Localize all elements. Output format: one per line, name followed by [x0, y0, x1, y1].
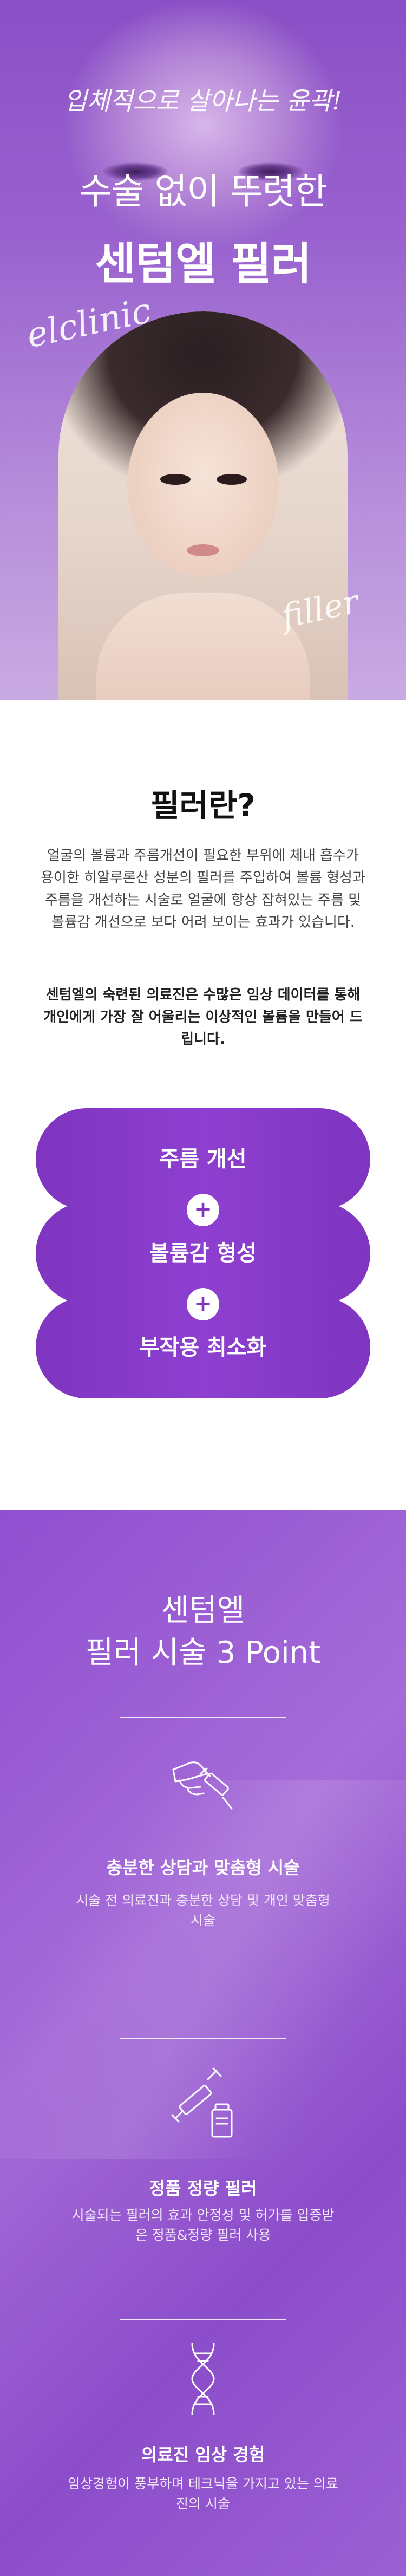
points-background-gloss — [0, 1780, 406, 2159]
point-body-clinical-experience: 임상경험이 풍부하며 테크닉을 가지고 있는 의료진의 시술 — [68, 2476, 338, 2512]
hero-model-photo — [58, 311, 348, 700]
point-heading-clinical-experience: 의료진 임상 경험 — [141, 2444, 265, 2465]
intro-section: 필러란? 얼굴의 볼륨과 주름개선이 필요한 부위에 체내 흡수가 용이한 히알… — [0, 700, 406, 1510]
model-lips — [187, 544, 219, 556]
plus-icon: + — [187, 1194, 219, 1226]
hero-photo-eye-left — [103, 162, 168, 181]
points-title: 센텀엘 필러 시술 3 Point — [0, 1590, 406, 1674]
point-heading-consultation: 충분한 상담과 맞춤형 시술 — [106, 1857, 300, 1878]
model-eye-left — [160, 474, 191, 485]
hero-banner: 입체적으로 살아나는 윤곽! 수술 없이 뚜렷한 센텀엘 필러 elclinic… — [0, 0, 406, 700]
intro-description: 얼굴의 볼륨과 주름개선이 필요한 부위에 체내 흡수가 용이한 히알루론산 성… — [41, 848, 365, 931]
model-hands — [96, 593, 310, 700]
points-title-line1: 센텀엘 — [161, 1593, 245, 1628]
syringe-vial-icon — [171, 2067, 233, 2138]
points-section: 센텀엘 필러 시술 3 Point 충분한 상담과 맞춤형 시술 시술 전 의료… — [0, 1510, 406, 2576]
dna-icon — [191, 2343, 215, 2415]
hero-subtitle: 수술 없이 뚜렷한 — [79, 171, 328, 212]
syringe-hand-icon — [172, 1761, 233, 1810]
intro-title: 필러란? — [150, 787, 256, 824]
intro-emphasis: 센텀엘의 숙련된 의료진은 수많은 임상 데이터를 통해 개인에게 가장 잘 어… — [43, 987, 363, 1048]
model-eye-right — [217, 474, 247, 485]
points-divider — [120, 2319, 286, 2320]
plus-icon: + — [187, 1288, 219, 1320]
benefit-pill-wrinkle: 주름 개선 — [36, 1108, 370, 1210]
point-body-consultation: 시술 전 의료진과 충분한 상담 및 개인 맞춤형 시술 — [76, 1892, 330, 1928]
points-divider — [120, 2038, 286, 2039]
hero-background-photo — [0, 0, 406, 282]
hero-photo-eye-right — [238, 162, 303, 181]
point-body-genuine-filler: 시술되는 필러의 효과 안정성 및 허가를 입증받은 정품&정량 필러 사용 — [71, 2207, 335, 2243]
points-title-line2: 필러 시술 3 Point — [85, 1635, 321, 1670]
hero-script-text: 입체적으로 살아나는 윤곽! — [64, 86, 342, 115]
hero-title: 센텀엘 필러 — [95, 238, 312, 290]
benefit-pill-volume: 볼륨감 형성 — [36, 1202, 370, 1304]
point-heading-genuine-filler: 정품 정량 필러 — [149, 2178, 257, 2198]
points-divider — [120, 1717, 286, 1718]
